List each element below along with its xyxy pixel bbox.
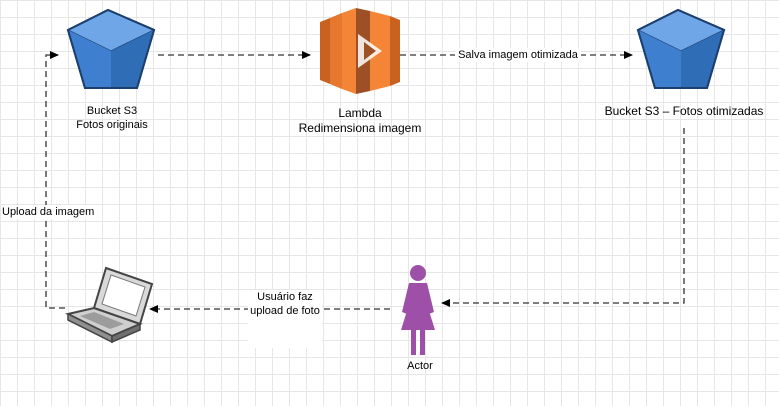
edge-label-user-upload-line2: upload de foto <box>250 305 320 317</box>
edge-label-upload-image: Upload da imagem <box>2 205 98 219</box>
s3-bucket-icon[interactable] <box>636 8 726 89</box>
edge-laptop-to-bucket <box>45 51 65 309</box>
actor-label: Actor <box>395 359 445 373</box>
lambda-label: Lambda Redimensiona imagem <box>290 106 430 136</box>
edge-label-user-upload-line1: Usuário faz <box>257 291 313 303</box>
bucket-originals-label: Bucket S3 Fotos originais <box>62 104 162 132</box>
actor-icon[interactable] <box>401 265 435 355</box>
bucket-optimized-title: Bucket S3 – Fotos otimizadas <box>604 104 764 118</box>
bucket-originals-title: Bucket S3 <box>86 105 138 117</box>
bucket-originals-subtitle: Fotos originais <box>76 119 148 131</box>
laptop-icon[interactable] <box>65 266 154 344</box>
bucket-optimized-label: Bucket S3 – Fotos otimizadas <box>595 104 773 119</box>
lambda-subtitle: Redimensiona imagem <box>298 121 422 135</box>
lambda-icon[interactable] <box>320 8 400 94</box>
actor-title: Actor <box>407 360 433 372</box>
edge-bucket-optimized-to-actor <box>441 128 685 307</box>
edge-label-save-optimized: Salva imagem otimizada <box>455 48 581 62</box>
s3-bucket-icon[interactable] <box>66 8 156 89</box>
lambda-title: Lambda <box>338 106 382 120</box>
edge-label-user-upload: Usuário faz upload de foto <box>248 290 322 348</box>
